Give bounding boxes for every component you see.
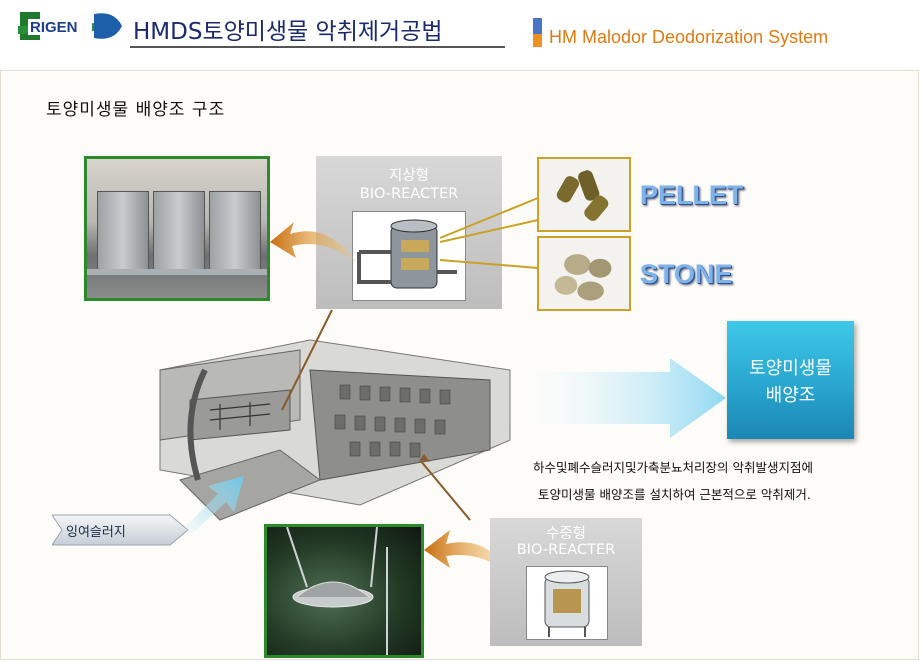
arrow-to-facility-icon — [270, 222, 356, 262]
sludge-inflow-arrow-icon — [184, 476, 244, 534]
logo-text: RIGEN — [30, 19, 78, 36]
sludge-arrow-shape-icon — [52, 514, 189, 546]
ground-reactor-name: BIO-REACTER — [359, 186, 459, 202]
culture-tank-label: 토양미생물 배양조 — [727, 355, 854, 409]
culture-tank-box: 토양미생물 배양조 — [727, 321, 854, 439]
english-title-marker-orange — [533, 34, 542, 47]
submerged-unit-shape-icon — [286, 527, 388, 655]
description-line-2: 토양미생물 배양조를 설치하여 근본적으로 악취제거. — [538, 487, 811, 502]
excess-sludge-arrow: 잉여슬러지 — [52, 513, 190, 547]
rigen-logo: RIGEN — [18, 12, 122, 40]
submerged-tank-photo — [264, 524, 424, 658]
english-title-marker-blue — [533, 18, 542, 34]
plant-connector-lines — [281, 309, 471, 521]
facility-photo — [84, 156, 270, 301]
culture-tank-line1: 토양미생물 — [749, 358, 832, 379]
page-title: HMDS토양미생물 악취제거공법 — [133, 19, 443, 45]
stone-media-image — [537, 236, 631, 311]
arrow-to-tank-icon — [424, 530, 514, 580]
pellet-media-image — [537, 157, 631, 232]
description-line-1: 하수및폐수슬러지및가축분뇨처리장의 악취발생지점에 — [533, 460, 813, 475]
ground-reactor-icon — [352, 211, 466, 301]
media-connector-lines — [439, 197, 539, 269]
submerged-reactor-name: BIO-REACTER — [516, 542, 616, 558]
english-title: HM Malodor Deodorization System — [549, 27, 829, 47]
ground-reactor-panel: 지상형 BIO-REACTER — [316, 156, 502, 309]
title-underline — [130, 46, 505, 48]
flow-arrow-icon — [500, 358, 726, 438]
submerged-reactor-type: 수중형 — [545, 526, 587, 542]
submerged-reactor-icon — [526, 566, 608, 640]
culture-tank-line2: 배양조 — [765, 385, 816, 406]
ground-reactor-type: 지상형 — [388, 168, 430, 184]
stone-label: STONE — [640, 259, 733, 289]
excess-sludge-label: 잉여슬러지 — [66, 525, 126, 540]
pellet-label: PELLET — [640, 180, 744, 210]
section-title: 토양미생물 배양조 구조 — [46, 100, 226, 120]
submerged-reactor-panel: 수중형 BIO-REACTER — [490, 518, 642, 646]
